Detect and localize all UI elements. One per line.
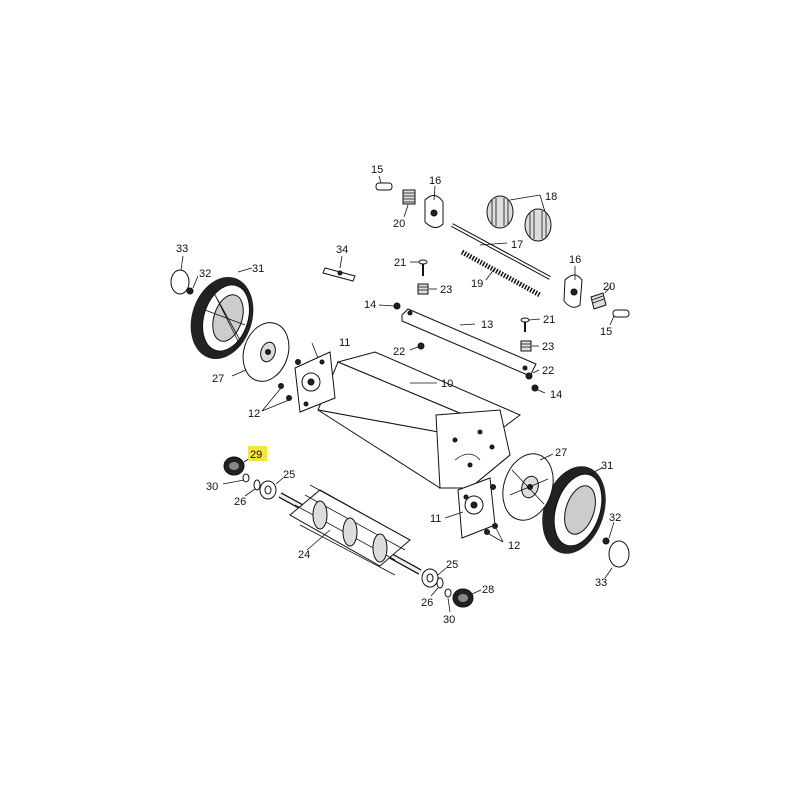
bushing-30-left (242, 473, 250, 483)
pinion-29 (223, 456, 245, 476)
pin-15-left (375, 182, 393, 191)
nut-23-right (520, 340, 532, 352)
shaft-17 (451, 223, 551, 280)
wheel-31-right (542, 466, 606, 554)
callout-32: 32 (609, 512, 621, 524)
spring-20-left (402, 189, 416, 205)
wheel-31-left (190, 276, 254, 360)
callout-22: 22 (393, 346, 405, 358)
callout-30: 30 (443, 614, 455, 626)
clip-34 (322, 267, 356, 282)
hubcap-27-right (502, 453, 554, 521)
screws-12-right (484, 484, 498, 535)
callout-15: 15 (371, 164, 383, 176)
callout-24: 24 (298, 549, 310, 561)
callout-12: 12 (508, 540, 520, 552)
callout-14: 14 (364, 299, 376, 311)
bearing-25-left (259, 480, 277, 500)
callout-31: 31 (252, 263, 264, 275)
callout-19: 19 (471, 278, 483, 290)
callout-27: 27 (212, 373, 224, 385)
highlight-29 (248, 446, 267, 461)
callout-11: 11 (430, 513, 441, 525)
nut-22-right (525, 372, 533, 380)
callout-23: 23 (542, 341, 554, 353)
callout-33: 33 (176, 243, 188, 255)
screw-32-right (602, 537, 610, 545)
side-plate-11-left (294, 351, 336, 413)
bar-13 (401, 308, 537, 377)
screw-14-right (531, 384, 539, 392)
nut-23-left (417, 283, 429, 295)
callout-16: 16 (569, 254, 581, 266)
screw-32-left (186, 287, 194, 295)
bolt-21-left (418, 259, 428, 276)
screws-12-left (278, 359, 301, 401)
callout-18: 18 (545, 191, 557, 203)
callout-28: 28 (482, 584, 494, 596)
side-plate-11-right (457, 477, 496, 539)
pinion-28 (452, 588, 474, 608)
callout-32: 32 (199, 268, 211, 280)
reel-24 (278, 484, 422, 576)
callout-34: 34 (336, 244, 348, 256)
callout-25: 25 (283, 469, 295, 481)
callout-30: 30 (206, 481, 218, 493)
callout-11: 11 (339, 337, 350, 349)
bracket-16-left (424, 195, 444, 228)
nut-22-left (417, 342, 425, 350)
washer-26-left (253, 479, 261, 491)
callout-33: 33 (595, 577, 607, 589)
bolt-21-right (520, 317, 530, 332)
hubcap-27-left (242, 322, 290, 382)
bushing-30-right (444, 588, 452, 598)
spring-20-right (590, 292, 607, 310)
callout-29: 29 (250, 449, 262, 461)
rollers-18 (486, 195, 552, 242)
washer-33-left (170, 269, 190, 295)
callout-21: 21 (543, 314, 555, 326)
callout-16: 16 (429, 175, 441, 187)
callout-23: 23 (440, 284, 452, 296)
callout-15: 15 (600, 326, 612, 338)
callout-26: 26 (234, 496, 246, 508)
bracket-16-right (563, 274, 583, 308)
bearing-25-right (421, 568, 439, 588)
callout-25: 25 (446, 559, 458, 571)
callout-20: 20 (603, 281, 615, 293)
washer-26-right (436, 577, 444, 589)
washer-33-right (608, 540, 630, 568)
callout-26: 26 (421, 597, 433, 609)
callout-22: 22 (542, 365, 554, 377)
screw-14-left (393, 302, 401, 310)
callout-10: 10 (441, 378, 453, 390)
callout-12: 12 (248, 408, 260, 420)
housing-10 (317, 351, 521, 489)
callout-labels: 10 11 11 12 12 13 14 14 15 15 16 16 17 1… (176, 164, 621, 626)
callout-21: 21 (394, 257, 406, 269)
callout-27: 27 (555, 447, 567, 459)
callout-14: 14 (550, 389, 562, 401)
pin-15-right (612, 309, 630, 318)
callout-13: 13 (481, 319, 493, 331)
callout-20: 20 (393, 218, 405, 230)
callout-17: 17 (511, 239, 523, 251)
callout-31: 31 (601, 460, 613, 472)
